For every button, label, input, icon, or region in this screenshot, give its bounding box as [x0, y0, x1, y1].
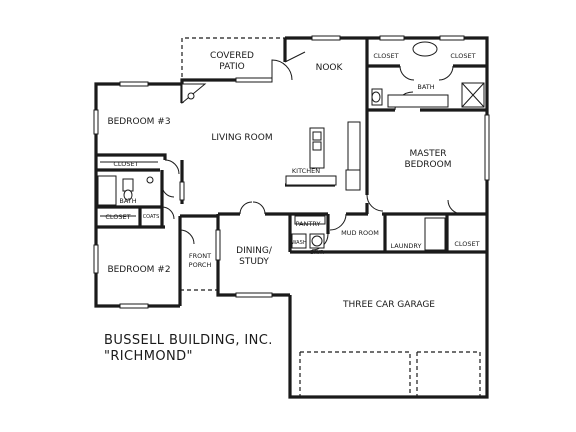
label-dryer: DRYR [310, 250, 324, 256]
label-hall-bath: BATH [119, 197, 136, 205]
label-closet-garage: CLOSET [454, 240, 479, 248]
fixtures [97, 41, 485, 397]
label-dining-2: STUDY [239, 257, 269, 267]
label-covered-patio-1: COVERED [210, 51, 254, 61]
label-front-porch-2: PORCH [189, 261, 212, 269]
label-covered-patio-2: PATIO [219, 62, 245, 72]
patio-outline [181, 37, 285, 84]
door-swings [161, 51, 463, 251]
label-bedroom-3: BEDROOM #3 [107, 117, 170, 127]
model-name: "RICHMOND" [104, 349, 193, 364]
label-front-porch-1: FRONT [189, 252, 211, 260]
label-hall-closet: CLOSET [113, 160, 138, 168]
label-bedroom-2: BEDROOM #2 [107, 265, 170, 275]
windows [93, 35, 490, 309]
label-closet-bed2: CLOSET [105, 213, 130, 221]
label-mud-room: MUD ROOM [341, 229, 379, 237]
builder-name: BUSSELL BUILDING, INC. [104, 333, 273, 348]
label-coats: COATS [143, 214, 160, 220]
label-laundry: LAUNDRY [391, 242, 422, 250]
title-block: BUSSELL BUILDING, INC. "RICHMOND" [104, 333, 273, 364]
label-washer: WASH [291, 240, 306, 246]
label-dining-1: DINING/ [236, 246, 273, 256]
label-closet-left: CLOSET [373, 52, 398, 60]
label-closet-right: CLOSET [450, 52, 475, 60]
label-garage: THREE CAR GARAGE [342, 300, 435, 310]
label-master-bath: BATH [417, 83, 434, 91]
label-living-room: LIVING ROOM [211, 133, 272, 143]
label-kitchen: KITCHEN [292, 167, 320, 175]
room-labels: COVERED PATIO NOOK CLOSET CLOSET BATH BE… [105, 51, 479, 310]
label-master-bedroom-2: BEDROOM [405, 160, 452, 170]
label-pantry: PANTRY [296, 220, 321, 228]
label-master-bedroom-1: MASTER [409, 149, 446, 159]
label-nook: NOOK [316, 63, 344, 73]
